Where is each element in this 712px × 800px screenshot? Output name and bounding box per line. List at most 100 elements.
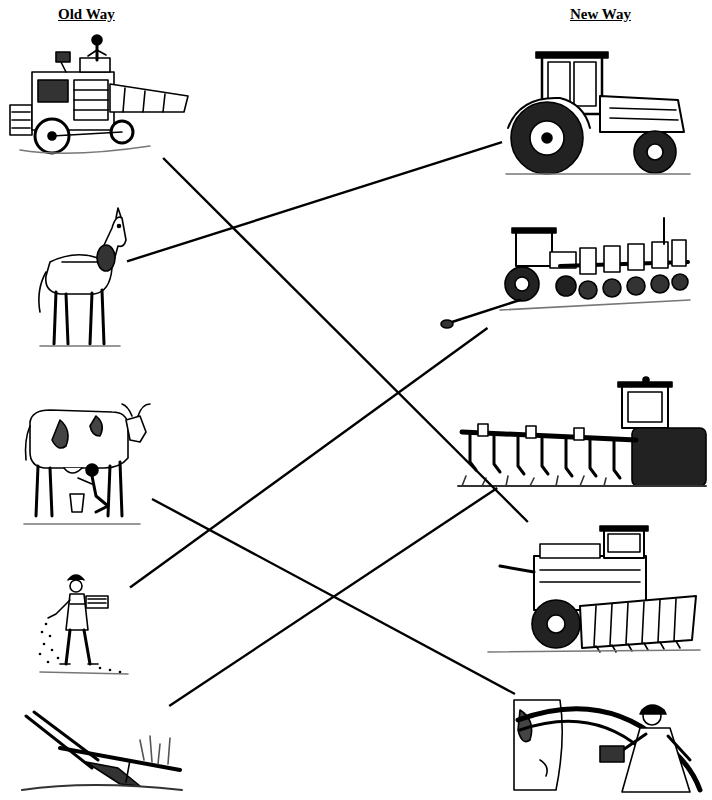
walking-plow (22, 712, 182, 790)
hand-milking (24, 404, 150, 524)
row-planter-part (663, 218, 665, 244)
tractor-cultivator-part (494, 434, 500, 472)
hand-sower-part (88, 663, 98, 665)
horse-part (40, 345, 120, 347)
threshing-machine-part (97, 50, 106, 55)
matching-line (130, 328, 487, 588)
hand-sower-part (39, 653, 42, 656)
hand-sower-part (88, 602, 106, 604)
threshing-machine (10, 35, 188, 153)
tractor-cultivator-part (470, 433, 620, 478)
row-planter-part (672, 240, 686, 266)
row-planter-part (579, 281, 597, 299)
threshing-machine-part (12, 111, 30, 113)
hand-milking-part (30, 410, 128, 468)
tractor-part (610, 118, 678, 120)
tractor-cultivator-part (478, 424, 488, 436)
tractor-cultivator-part (478, 424, 584, 440)
row-planter-part (512, 228, 556, 233)
threshing-machine-part (12, 119, 30, 121)
hand-sower-part (84, 630, 90, 664)
milking-machine-part (600, 746, 624, 762)
row-planter-part (441, 320, 453, 328)
threshing-machine-part (52, 132, 122, 136)
combine-harvester-part (608, 534, 640, 552)
tractor-part (574, 62, 596, 106)
hand-sower-part (109, 669, 112, 672)
threshing-machine-part (88, 50, 97, 56)
row-planter-part (500, 300, 690, 310)
row-planter-part (579, 274, 688, 299)
hand-milking-part (78, 478, 92, 484)
hand-sower-part (49, 635, 52, 638)
combine-harvester (488, 526, 700, 652)
horse-part (116, 208, 121, 218)
tractor-part (600, 96, 684, 132)
hand-sower-part (45, 623, 48, 626)
tractor-part (610, 108, 676, 110)
picture-frame (510, 694, 706, 794)
hand-sower-part (47, 661, 50, 664)
combine-harvester-part (540, 544, 600, 558)
hand-sower-part (70, 580, 82, 592)
milking-machine-part (540, 760, 547, 776)
threshing-machine-part (74, 99, 108, 101)
horse-part (54, 292, 56, 344)
hand-milking-part (64, 468, 82, 473)
hand-sower-part (99, 667, 102, 670)
hand-milking-part (70, 494, 84, 512)
hand-milking-part (126, 416, 146, 442)
row-planter (441, 218, 690, 328)
combine-harvester-part (540, 581, 640, 583)
row-planter-part (515, 277, 529, 291)
tractor-cultivator-part (643, 377, 649, 383)
threshing-machine-part (56, 52, 70, 62)
picture-frame (455, 376, 708, 488)
threshing-machine-part (74, 80, 108, 120)
hand-sower-part (40, 672, 128, 674)
hand-sower-part (66, 630, 70, 664)
row-planter-part (603, 279, 621, 297)
picture-frame (8, 30, 190, 158)
row-planter-part (452, 300, 520, 322)
picture-frame (440, 214, 692, 328)
milking-machine-part (640, 705, 666, 714)
horse (39, 208, 126, 346)
threshing-machine-part (20, 146, 150, 153)
row-planter-part (505, 267, 539, 301)
threshing-machine-part (12, 127, 30, 129)
hand-sower-part (57, 657, 60, 660)
hand-milking-part (138, 404, 150, 416)
tractor-part (511, 102, 583, 174)
tractor (506, 52, 690, 174)
threshing-machine-part (74, 109, 108, 111)
horse-part (62, 261, 98, 263)
column-heading: New Way (568, 6, 633, 23)
row-planter-part (580, 248, 596, 274)
tractor-part (647, 144, 663, 160)
combine-harvester-part (604, 530, 644, 558)
milking-machine-part (622, 728, 690, 792)
hand-milking-part (108, 466, 110, 516)
milking-machine (514, 700, 700, 792)
combine-harvester-part (488, 650, 700, 652)
threshing-machine-part (123, 88, 125, 112)
hand-milking-part (24, 523, 140, 525)
horse-part (102, 290, 104, 344)
tractor-part (542, 133, 552, 143)
column-heading: Old Way (56, 6, 117, 23)
horse-part (46, 217, 126, 294)
combine-harvester-part (547, 615, 565, 633)
picture-frame (502, 48, 692, 176)
threshing-machine-part (96, 45, 99, 60)
tractor-cultivator-part (622, 386, 668, 428)
tractor-cultivator-part (518, 435, 524, 474)
hand-sower-part (39, 623, 122, 674)
milking-machine-part (520, 721, 640, 748)
hand-sower-part (70, 603, 86, 605)
milking-machine-part (668, 736, 690, 760)
row-planter-part (604, 246, 620, 272)
row-planter-part (672, 274, 688, 290)
